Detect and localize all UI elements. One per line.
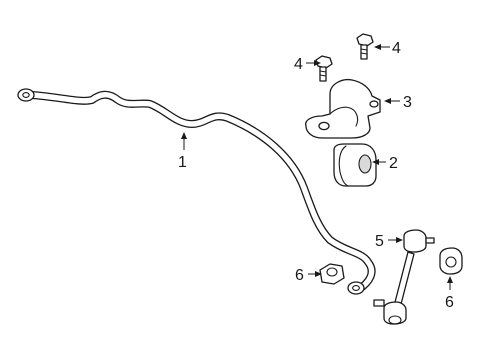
callout-4-left: 4 [294, 56, 303, 73]
callout-5: 5 [375, 233, 384, 250]
leaders [181, 44, 453, 290]
callout-6-right: 6 [445, 294, 454, 311]
bolt-upper-right [356, 33, 374, 60]
callout-3: 3 [403, 94, 412, 111]
nut-left [319, 263, 345, 285]
bushing [333, 143, 377, 187]
callout-1: 1 [178, 154, 187, 171]
callout-labels: 1 2 3 4 4 5 6 6 [178, 40, 454, 311]
callout-4-right: 4 [392, 40, 401, 57]
stabilizer-link [373, 229, 435, 325]
bolt-upper-left [315, 55, 333, 82]
callout-6-left: 6 [295, 267, 304, 284]
bushing-bracket [305, 78, 381, 139]
nut-right [439, 247, 463, 275]
callout-2: 2 [389, 155, 398, 172]
stabilizer-bar [17, 88, 376, 295]
